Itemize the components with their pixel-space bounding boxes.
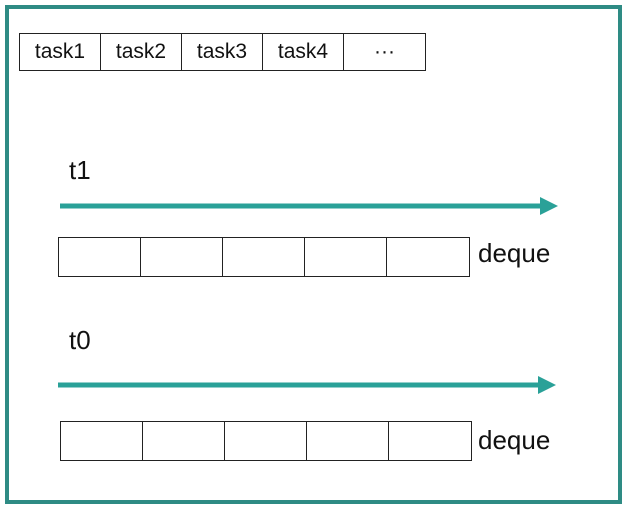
task-cell-ellipsis: ··· (374, 40, 395, 63)
thread-arrow-t0 (58, 376, 556, 394)
deque-slot (59, 238, 141, 276)
deque-t0 (60, 421, 472, 461)
thread-arrow-t1 (60, 197, 558, 215)
task-queue: task1 task2 task3 task4 ··· (19, 33, 426, 71)
deque-t1 (58, 237, 470, 277)
task-cell-3: task3 (182, 34, 263, 70)
deque-slot (307, 422, 389, 460)
task-cell-2: task2 (101, 34, 182, 70)
deque-slot (305, 238, 387, 276)
deque-label-t1: deque (478, 238, 551, 268)
diagram-frame (5, 5, 622, 504)
task-cell-4: task4 (263, 34, 344, 70)
deque-label-t0: deque (478, 425, 551, 455)
thread-label-t1: t1 (69, 155, 91, 185)
task-cell-1: task1 (20, 34, 101, 70)
deque-slot (61, 422, 143, 460)
deque-slot (225, 422, 307, 460)
deque-slot (389, 422, 471, 460)
deque-slot (143, 422, 225, 460)
deque-slot (223, 238, 305, 276)
thread-label-t0: t0 (69, 325, 91, 355)
deque-slot (141, 238, 223, 276)
deque-slot (387, 238, 469, 276)
